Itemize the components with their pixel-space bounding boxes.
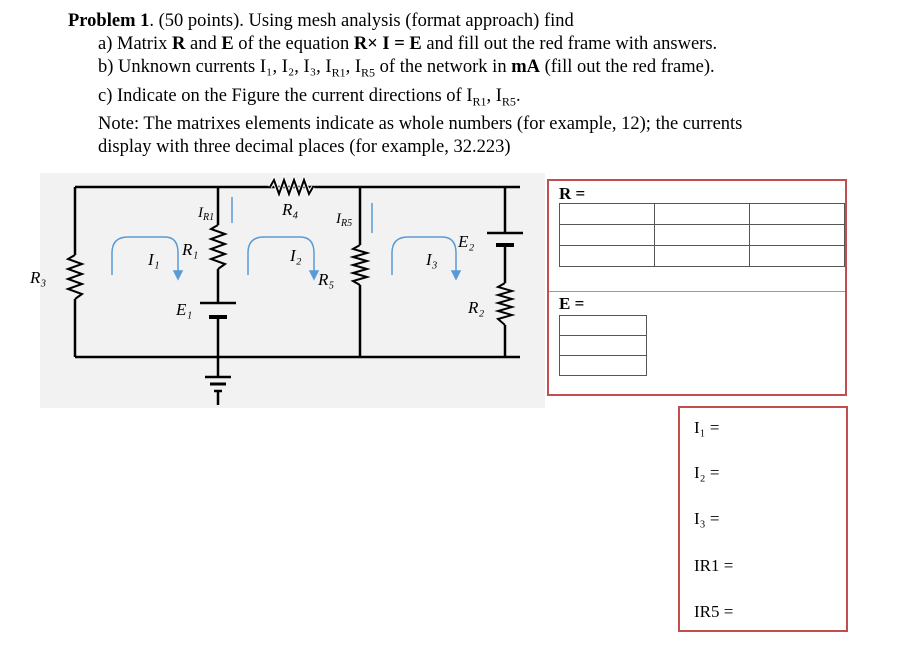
mesh-2-arrowhead xyxy=(308,270,320,281)
r2-resistor xyxy=(494,282,516,326)
ir1-label: IR1 xyxy=(197,205,214,223)
part-b-post: of the network in xyxy=(375,57,512,77)
part-a-R: R xyxy=(171,34,186,54)
r1-resistor xyxy=(208,224,228,270)
r-cell-1-2[interactable] xyxy=(654,203,750,225)
r-cell-3-2[interactable] xyxy=(654,245,750,267)
problem-statement: Problem 1. (50 points). Using mesh analy… xyxy=(68,10,858,159)
note-line-1: Note: The matrixes elements indicate as … xyxy=(98,114,743,135)
mesh-2-arrow xyxy=(247,236,315,275)
e-vector-row xyxy=(559,315,647,336)
r-cell-1-1[interactable] xyxy=(559,203,655,225)
e1-label: E₁ xyxy=(175,300,192,319)
r-matrix-row xyxy=(559,203,845,225)
part-c-r1-sub: R1 xyxy=(472,94,487,109)
r-matrix-label: R = xyxy=(559,184,586,203)
part-c-r5-sub: R5 xyxy=(501,94,516,109)
part-a-end: and fill out the red frame with answers. xyxy=(421,34,718,54)
problem-title: Problem 1. (50 points). Using mesh analy… xyxy=(68,10,858,33)
i2-answer-label: I₂ = xyxy=(694,463,720,482)
note-line-2: display with three decimal places (for e… xyxy=(98,137,511,158)
ir5-answer-label: IR5 = xyxy=(694,602,734,621)
matrix-answer-frame: R = E = xyxy=(547,179,847,396)
i2-label: I₂ xyxy=(289,246,302,265)
problem-title-text: . (50 points). Using mesh analysis (form… xyxy=(149,11,574,31)
r-cell-2-1[interactable] xyxy=(559,224,655,246)
mesh-3-arrow xyxy=(391,236,457,275)
part-b-r1-sub: R1 xyxy=(331,65,346,80)
resistors xyxy=(65,174,516,326)
r3-resistor xyxy=(65,254,85,300)
r-cell-3-1[interactable] xyxy=(559,245,655,267)
problem-number: Problem 1 xyxy=(68,11,150,31)
r-matrix-row xyxy=(559,245,845,267)
part-a-text: a) Matrix xyxy=(98,34,172,54)
circuit-diagram: IR1 IR5 R₄ R₁ R₅ R₃ R₂ E₁ E₂ I₁ I₂ I₃ xyxy=(29,173,545,408)
i3-label: I₃ xyxy=(425,250,438,269)
ir1-answer-label: IR1 = xyxy=(694,556,734,575)
part-a: a) Matrix R and E of the equation R× I =… xyxy=(68,33,858,56)
mesh-loops xyxy=(111,236,462,281)
r-matrix-row xyxy=(559,224,845,246)
part-b: b) Unknown currents I₁, I₂, I₃, IR1, IR5… xyxy=(68,56,858,85)
e-vector-row xyxy=(559,335,647,356)
i1-label: I₁ xyxy=(147,250,160,269)
part-c-text: c) Indicate on the Figure the current di… xyxy=(98,85,473,106)
part-a-E: E xyxy=(221,34,234,54)
r-cell-3-3[interactable] xyxy=(749,245,845,267)
sources xyxy=(200,231,523,393)
frame-divider xyxy=(549,291,845,292)
r-matrix-table xyxy=(559,203,845,267)
part-b-text: b) Unknown currents I₁, I₂, I₃, I xyxy=(98,57,332,77)
circuit-background xyxy=(40,173,545,408)
part-a-equation: R× I = E xyxy=(353,34,422,54)
mesh-3-arrowhead xyxy=(450,270,462,281)
e-cell-2[interactable] xyxy=(559,335,647,356)
part-a-mid: of the equation xyxy=(233,34,354,54)
r4-label: R₄ xyxy=(281,200,298,219)
r-cell-2-2[interactable] xyxy=(654,224,750,246)
r-cell-1-3[interactable] xyxy=(749,203,845,225)
part-a-and: and xyxy=(185,34,222,54)
current-markers xyxy=(231,197,373,233)
e-cell-3[interactable] xyxy=(559,355,647,376)
e-vector-table xyxy=(559,315,647,376)
r4-resistor xyxy=(269,177,314,197)
part-b-end: (fill out the red frame). xyxy=(539,57,715,77)
part-b-unit: mA xyxy=(511,57,540,77)
r2-label: R₂ xyxy=(467,298,484,317)
circuit-labels: IR1 IR5 R₄ R₁ R₅ R₃ R₂ E₁ E₂ I₁ I₂ I₃ xyxy=(29,200,484,319)
part-b-r5-sub: R5 xyxy=(361,65,376,80)
i1-answer-label: I₁ = xyxy=(694,418,720,437)
mesh-1-arrow xyxy=(111,236,179,275)
ir5-label: IR5 xyxy=(335,211,352,229)
r5-resistor xyxy=(349,244,371,286)
e-cell-1[interactable] xyxy=(559,315,647,336)
part-c-end: . xyxy=(515,85,521,106)
circuit-wires xyxy=(73,185,520,405)
i3-answer-label: I₃ = xyxy=(694,509,720,528)
e2-label: E₂ xyxy=(457,232,474,251)
mesh-1-arrowhead xyxy=(172,270,184,281)
part-c-mid: , I xyxy=(486,85,502,106)
r-cell-2-3[interactable] xyxy=(749,224,845,246)
e-vector-label: E = xyxy=(559,294,585,313)
r5-label: R₅ xyxy=(317,270,334,289)
e-vector-row xyxy=(559,355,647,376)
r3-label: R₃ xyxy=(29,268,46,287)
r1-label: R₁ xyxy=(181,240,198,259)
part-c: c) Indicate on the Figure the current di… xyxy=(68,85,858,114)
part-b-mid: , I xyxy=(345,57,362,77)
currents-answer-frame: I₁ = I₂ = I₃ = IR1 = IR5 = xyxy=(678,406,848,632)
